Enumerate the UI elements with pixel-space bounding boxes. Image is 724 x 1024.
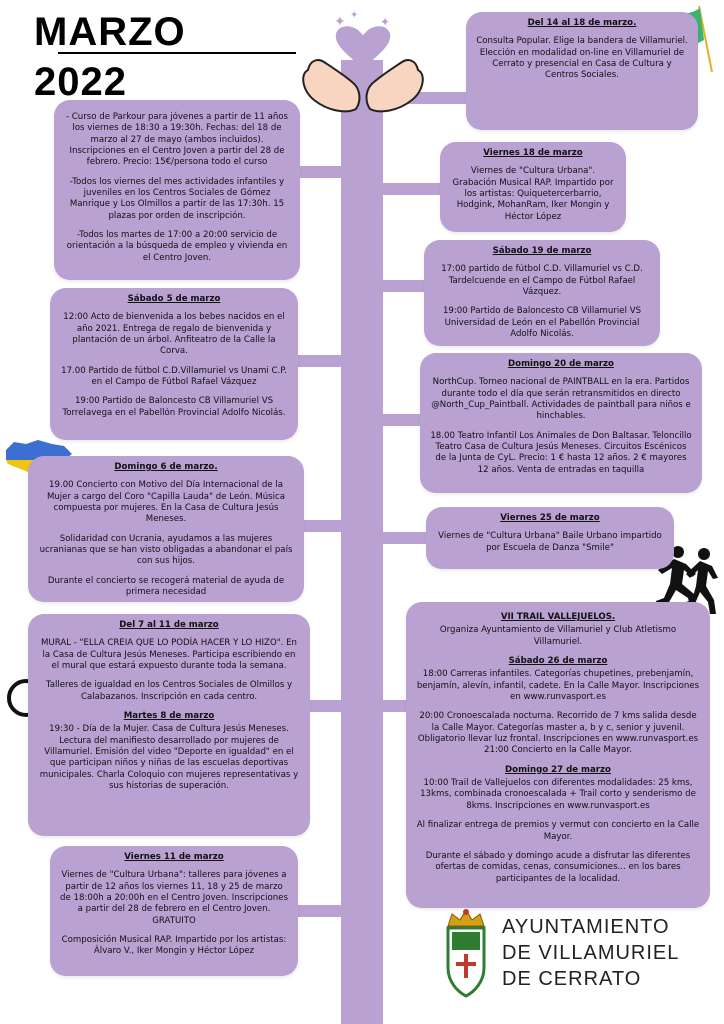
event-text: Viernes de "Cultura Urbana": talleres pa… <box>60 870 288 926</box>
branch <box>383 700 409 712</box>
event-text: 19.00 Concierto con Motivo del Día Inter… <box>46 480 286 525</box>
heart-hands-icon: ✦ ✦ ✦ <box>302 10 424 113</box>
event-date: Sábado 19 de marzo <box>492 246 592 256</box>
month-title: MARZO <box>34 10 186 54</box>
event-card: Sábado 5 de marzo 12:00 Acto de bienveni… <box>50 288 298 440</box>
event-subdate: Martes 8 de marzo <box>123 711 215 722</box>
event-date: Viernes 11 de marzo <box>124 852 224 862</box>
timeline-trunk <box>341 60 383 1024</box>
event-text: - Curso de Parkour para jóvenes a partir… <box>65 112 289 168</box>
branch <box>302 520 342 532</box>
event-text: 18:00 Carreras infantiles. Categorías ch… <box>416 669 700 703</box>
event-text: 18.00 Teatro Infantil Los Animales de Do… <box>430 430 692 475</box>
event-card: Domingo 6 de marzo. 19.00 Concierto con … <box>28 456 304 602</box>
branch <box>383 414 423 426</box>
runners-icon <box>624 546 718 614</box>
event-text: Talleres de igualdad en los Centros Soci… <box>45 680 293 702</box>
footer-line-3: DE CERRATO <box>502 968 642 990</box>
footer-line-2: DE VILLAMURIEL <box>502 942 680 964</box>
branch <box>310 700 342 712</box>
event-text: 19:30 - Día de la Mujer. Casa de Cultura… <box>39 724 299 792</box>
event-text: Composición Musical RAP. Impartido por l… <box>61 935 287 957</box>
event-date: Viernes 18 de marzo <box>483 148 583 158</box>
event-text: 17.00 Partido de fútbol C.D.Villamuriel … <box>61 365 287 388</box>
event-text: Organiza Ayuntamiento de Villamuriel y C… <box>439 625 677 647</box>
event-text: -Todos los viernes del mes actividades i… <box>69 176 285 221</box>
svg-text:✦: ✦ <box>334 14 346 30</box>
branch <box>383 280 427 292</box>
year-title: 2022 <box>34 60 127 104</box>
event-date: Sábado 5 de marzo <box>127 294 221 304</box>
event-card: Viernes 25 de marzo Viernes de "Cultura … <box>426 507 674 569</box>
event-date: Domingo 6 de marzo. <box>114 462 218 472</box>
event-text: 19:00 Partido de Baloncesto CB Villamuri… <box>62 396 286 418</box>
branch <box>383 183 443 195</box>
svg-text:✦: ✦ <box>350 10 358 21</box>
event-card: VII TRAIL VALLEJUELOS. Organiza Ayuntami… <box>406 602 710 908</box>
branch <box>296 355 342 367</box>
event-card: Sábado 19 de marzo 17:00 partido de fútb… <box>424 240 660 346</box>
branch <box>383 532 429 544</box>
title-divider <box>58 52 296 54</box>
event-text: 19:00 Partido de Baloncesto CB Villamuri… <box>442 306 642 340</box>
svg-text:✦: ✦ <box>380 15 390 29</box>
event-text: Durante el concierto se recogerá materia… <box>47 575 285 598</box>
event-card: Del 7 al 11 de marzo MURAL - "ELLA CREIA… <box>28 614 310 836</box>
event-text: Al finalizar entrega de premios y vermut… <box>416 820 700 842</box>
event-text: Viernes de "Cultura Urbana" Baile Urbano… <box>438 531 662 553</box>
event-text: 17:00 partido de fútbol C.D. Villamuriel… <box>441 264 643 298</box>
event-card: Viernes 11 de marzo Viernes de "Cultura … <box>50 846 298 976</box>
event-card: Viernes 18 de marzo Viernes de "Cultura … <box>440 142 626 232</box>
event-subdate: Domingo 27 de marzo <box>505 764 611 775</box>
event-subdate: Sábado 26 de marzo <box>508 656 608 667</box>
event-text: 20:00 Cronoescalada nocturna. Recorrido … <box>417 711 699 756</box>
event-text: Solidaridad con Ucrania, ayudamos a las … <box>39 533 293 567</box>
event-text: Durante el sábado y domingo acude a disf… <box>425 850 691 884</box>
event-text: NorthCup. Torneo nacional de PAINTBALL e… <box>431 377 691 422</box>
event-text: Viernes de "Cultura Urbana". Grabación M… <box>452 166 614 222</box>
event-text: 12:00 Acto de bienvenida a los bebes nac… <box>63 312 285 357</box>
event-text: MURAL - "ELLA CREIA QUE LO PODÍA HACER Y… <box>41 638 297 672</box>
event-title: VII TRAIL VALLEJUELOS. <box>500 612 616 622</box>
event-date: Domingo 20 de marzo <box>508 359 614 369</box>
event-card: Domingo 20 de marzo NorthCup. Torneo nac… <box>420 353 702 493</box>
event-date: Del 14 al 18 de marzo. <box>527 18 637 28</box>
event-text: 10:00 Trail de Vallejuelos con diferente… <box>420 778 696 811</box>
event-text: Consulta Popular. Elige la bandera de Vi… <box>476 36 688 81</box>
footer-line-1: AYUNTAMIENTO <box>502 916 670 938</box>
event-date: Del 7 al 11 de marzo <box>119 620 219 630</box>
event-card: Del 14 al 18 de marzo. Consulta Popular.… <box>466 12 698 130</box>
event-text: -Todos los martes de 17:00 a 20:00 servi… <box>66 230 288 263</box>
coat-of-arms-icon <box>446 909 486 998</box>
event-card: - Curso de Parkour para jóvenes a partir… <box>54 100 300 280</box>
branch <box>296 905 342 917</box>
event-date: Viernes 25 de marzo <box>500 513 600 523</box>
